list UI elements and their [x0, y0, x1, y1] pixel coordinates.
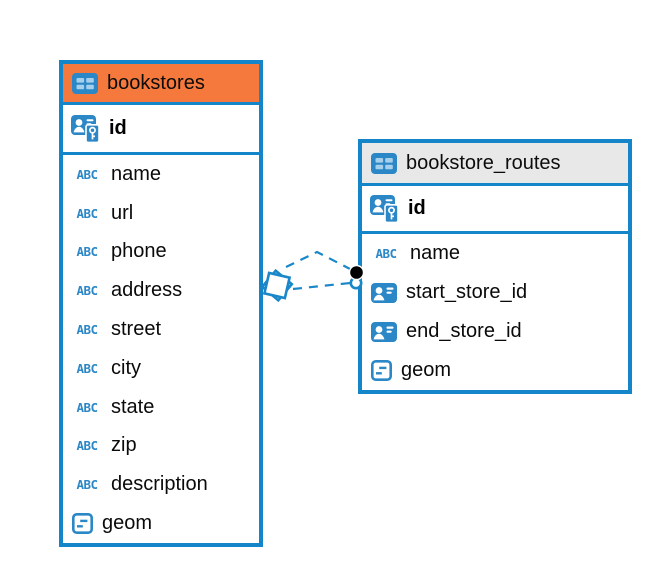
- row-bookstores-phone[interactable]: ABC phone: [63, 233, 259, 272]
- diamond-marker[interactable]: [260, 268, 294, 303]
- relationship-line-lower[interactable]: [292, 281, 351, 291]
- reference-id-icon: [371, 282, 397, 303]
- column-name: phone: [111, 240, 167, 263]
- column-name: id: [408, 197, 426, 219]
- column-list: ABC name start_store_id end_store_id ge: [362, 234, 628, 390]
- column-name: street: [111, 318, 162, 341]
- column-name: state: [111, 395, 155, 418]
- row-bookstores-city[interactable]: ABC city: [63, 349, 259, 388]
- column-name: geom: [401, 359, 452, 381]
- column-name: id: [109, 117, 127, 139]
- row-routes-geom[interactable]: geom: [362, 351, 628, 390]
- primary-key-icon: [370, 194, 399, 223]
- column-name: geom: [102, 512, 153, 535]
- row-bookstores-description[interactable]: ABC description: [63, 465, 259, 504]
- column-name: url: [111, 201, 134, 224]
- text-type-icon: ABC: [76, 477, 98, 493]
- primary-key-icon: [71, 114, 100, 143]
- row-routes-name[interactable]: ABC name: [362, 234, 628, 273]
- column-name: city: [111, 356, 141, 379]
- relationship-link[interactable]: [260, 250, 365, 303]
- row-bookstores-id[interactable]: id: [63, 105, 259, 155]
- table-header-bookstores[interactable]: bookstores: [63, 64, 259, 105]
- table-bookstores[interactable]: bookstores id ABC name ABC url ABC phone…: [59, 60, 263, 547]
- row-bookstores-address[interactable]: ABC address: [63, 271, 259, 310]
- column-name: address: [111, 279, 183, 302]
- text-type-icon: ABC: [76, 244, 98, 260]
- row-bookstores-street[interactable]: ABC street: [63, 310, 259, 349]
- row-routes-id[interactable]: id: [362, 186, 628, 234]
- reference-id-icon: [371, 321, 397, 342]
- geometry-icon: [371, 360, 392, 381]
- column-name: name: [410, 242, 461, 264]
- column-name: description: [111, 473, 208, 496]
- text-type-icon: ABC: [76, 322, 98, 338]
- relationship-line-upper[interactable]: [285, 250, 353, 271]
- text-type-icon: ABC: [76, 205, 98, 221]
- dot-marker[interactable]: [348, 264, 365, 281]
- row-bookstores-url[interactable]: ABC url: [63, 194, 259, 233]
- text-type-icon: ABC: [76, 438, 98, 454]
- text-type-icon: ABC: [76, 283, 98, 299]
- row-routes-start-store-id[interactable]: start_store_id: [362, 273, 628, 312]
- text-type-icon: ABC: [76, 399, 98, 415]
- row-routes-end-store-id[interactable]: end_store_id: [362, 312, 628, 351]
- table-title: bookstores: [107, 71, 205, 94]
- column-name: end_store_id: [406, 320, 522, 342]
- row-bookstores-name[interactable]: ABC name: [63, 155, 259, 194]
- row-bookstores-zip[interactable]: ABC zip: [63, 427, 259, 466]
- row-bookstores-geom[interactable]: geom: [63, 504, 259, 543]
- text-type-icon: ABC: [375, 246, 397, 261]
- table-title: bookstore_routes: [406, 151, 561, 174]
- table-header-bookstore-routes[interactable]: bookstore_routes: [362, 143, 628, 186]
- column-list: ABC name ABC url ABC phone ABC address A…: [63, 155, 259, 543]
- table-icon: [371, 152, 397, 174]
- column-name: start_store_id: [406, 281, 528, 303]
- table-icon: [72, 72, 98, 94]
- table-bookstore-routes[interactable]: bookstore_routes id ABC name start_store…: [358, 139, 632, 394]
- column-name: zip: [111, 434, 137, 457]
- text-type-icon: ABC: [76, 166, 98, 182]
- text-type-icon: ABC: [76, 360, 98, 376]
- row-bookstores-state[interactable]: ABC state: [63, 388, 259, 427]
- column-name: name: [111, 162, 162, 185]
- geometry-icon: [72, 513, 93, 535]
